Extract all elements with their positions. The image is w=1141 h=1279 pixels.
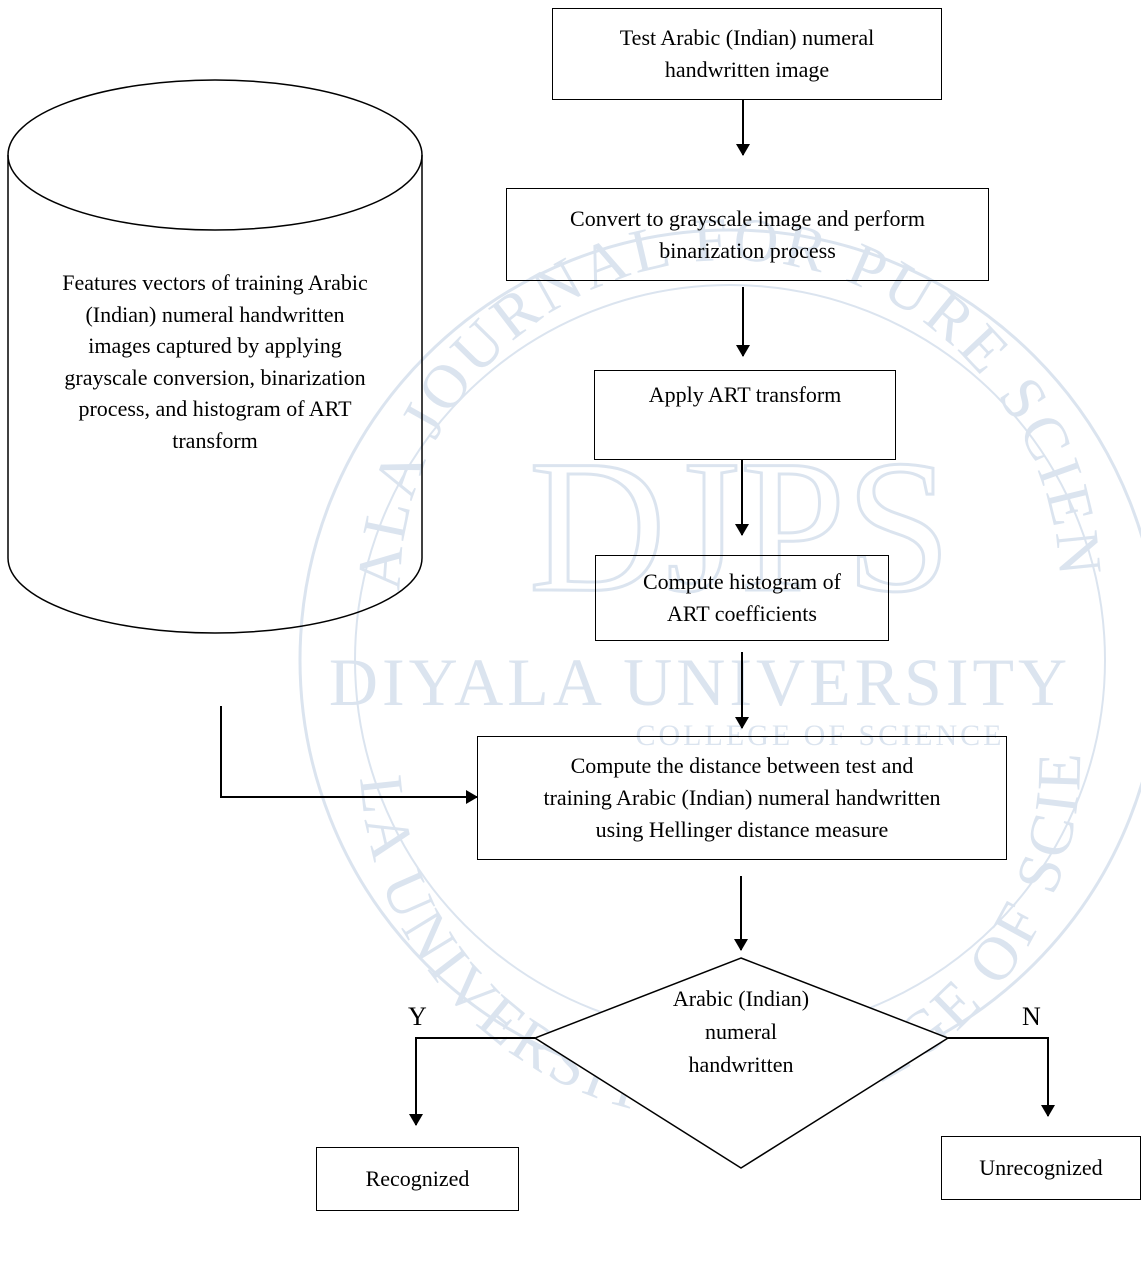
convert-grayscale-box: Convert to grayscale image and perform b… <box>506 188 989 281</box>
decision-line: Arabic (Indian) <box>672 986 810 1011</box>
convert-grayscale-line: Convert to grayscale image and perform <box>570 205 925 231</box>
unrecognized-label: Unrecognized <box>979 1155 1103 1180</box>
decision-label: Arabic (Indian) numeral handwritten matc… <box>640 982 842 1082</box>
distance-line: Compute the distance between test and <box>570 753 914 778</box>
database-line: Features vectors of training Arabic <box>62 270 368 295</box>
convert-grayscale-line: binarization process <box>659 237 836 263</box>
database-line: images captured by applying <box>88 333 342 358</box>
unrecognized-box: Unrecognized <box>941 1136 1141 1200</box>
histogram-box: Compute histogram of ART coefficients <box>595 555 889 641</box>
decision-line: handwritten <box>688 1052 794 1077</box>
input-image-box: Test Arabic (Indian) numeral handwritten… <box>552 8 942 100</box>
histogram-line: ART coefficients <box>666 601 817 626</box>
decision-line: matched <box>640 1081 842 1082</box>
decision-line: numeral <box>704 1019 778 1044</box>
watermark-band-sub: COLLEGE OF SCIENCE <box>636 719 1005 752</box>
distance-line: using Hellinger distance measure <box>595 817 889 842</box>
apply-art-label: Apply ART transform <box>648 382 842 407</box>
arrow-yes-branch <box>409 1037 535 1126</box>
database-label: Features vectors of training Arabic (Ind… <box>10 267 420 456</box>
input-image-line: Test Arabic (Indian) numeral <box>619 25 875 50</box>
distance-box: Compute the distance between test and tr… <box>477 736 1007 860</box>
database-cylinder-top <box>7 79 423 231</box>
histogram-line: Compute histogram of <box>643 569 841 594</box>
distance-line: training Arabic (Indian) numeral handwri… <box>543 785 941 810</box>
recognized-box: Recognized <box>316 1147 519 1211</box>
input-image-line: handwritten image <box>664 57 830 82</box>
watermark-band: DIYALA UNIVERSITY <box>329 644 1071 720</box>
yes-label: Y <box>408 1002 427 1031</box>
arrow-no-branch <box>948 1037 1055 1117</box>
database-line: (Indian) numeral handwritten <box>85 301 345 327</box>
apply-art-box: Apply ART transform <box>594 370 896 460</box>
database-line: grayscale conversion, binarization <box>64 364 366 390</box>
database-cylinder-body <box>7 155 423 634</box>
arrow-database-to-distance <box>220 706 478 804</box>
decision-diamond <box>533 957 950 1169</box>
database-line: transform <box>172 427 258 453</box>
database-line: process, and histogram of ART <box>78 396 352 421</box>
no-label: N <box>1022 1002 1041 1031</box>
recognized-label: Recognized <box>365 1166 470 1191</box>
